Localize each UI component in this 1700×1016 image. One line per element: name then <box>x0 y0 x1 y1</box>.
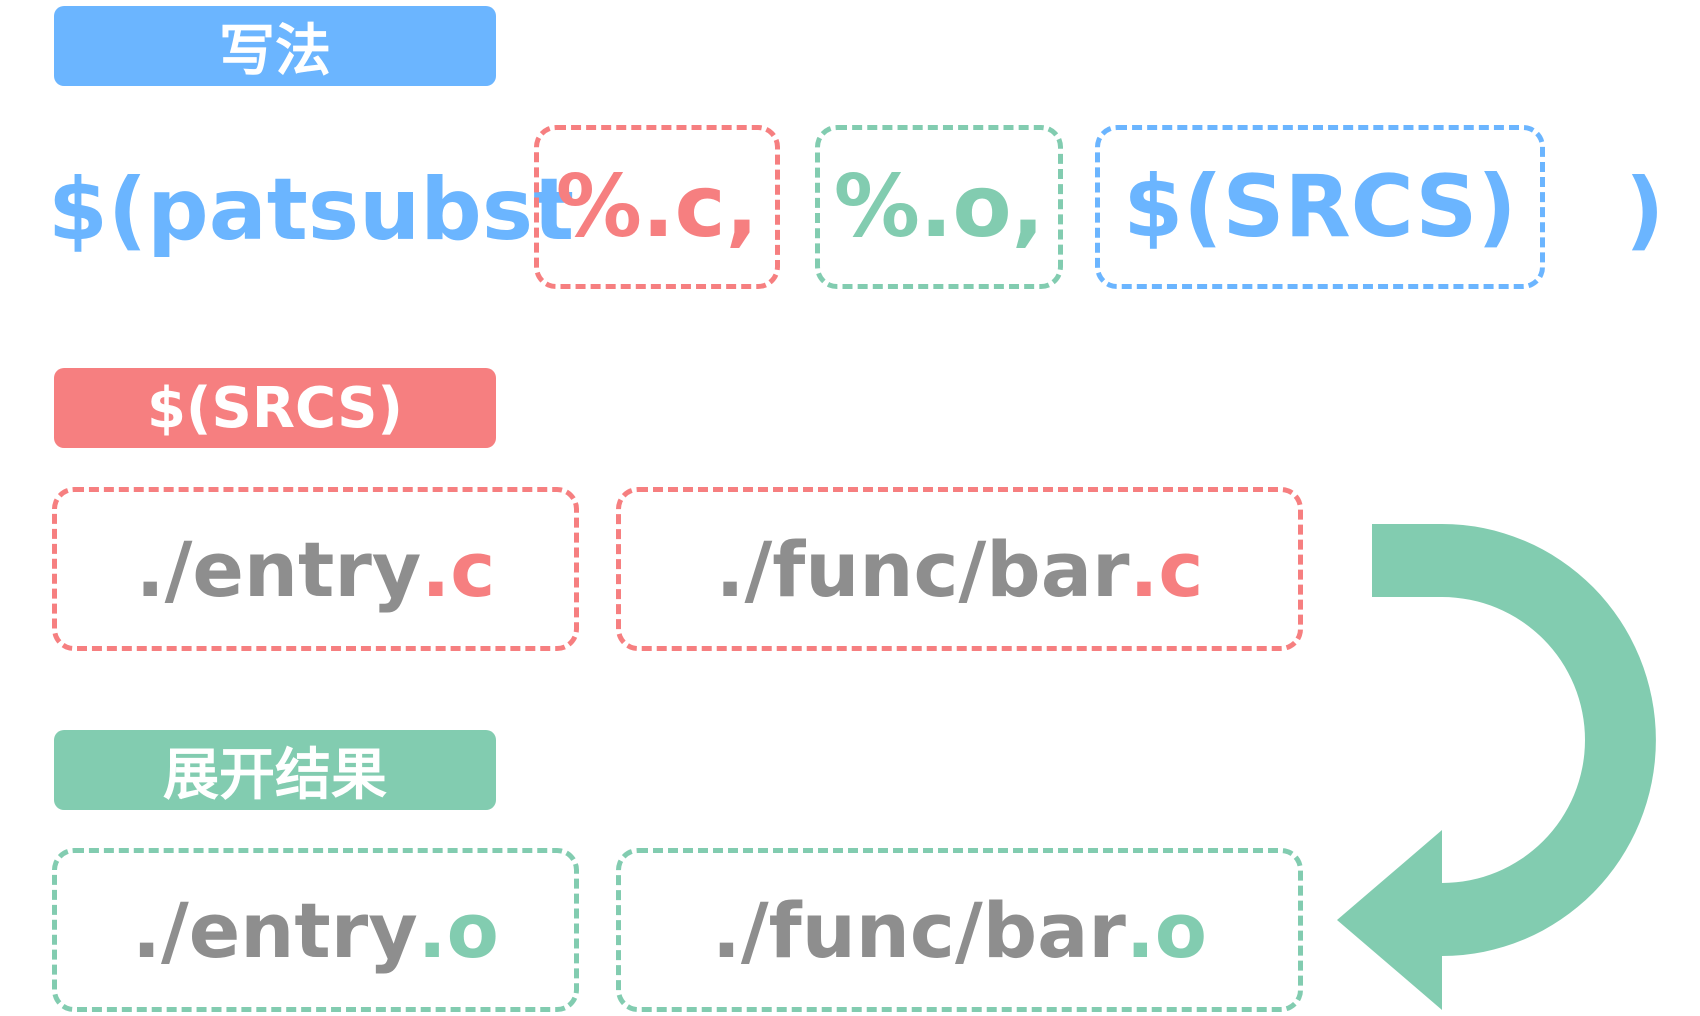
srcs-header: $(SRCS) <box>54 368 496 448</box>
close-paren: ) <box>1625 160 1665 260</box>
result-header: 展开结果 <box>54 730 496 810</box>
src-item: ./entry.c <box>52 487 579 651</box>
result-path: ./entry <box>132 885 418 975</box>
src-path: ./entry <box>135 524 422 614</box>
text-box: $(SRCS) <box>1095 125 1545 289</box>
result-path: ./func/bar <box>712 885 1126 975</box>
src-ext: .c <box>421 524 496 614</box>
src-item: ./func/bar.c <box>616 487 1303 651</box>
result-item: ./func/bar.o <box>616 848 1303 1012</box>
pattern-box: %.c, <box>534 125 780 289</box>
result-ext: .o <box>417 885 499 975</box>
result-ext: .o <box>1125 885 1207 975</box>
result-item: ./entry.o <box>52 848 579 1012</box>
replacement-box: %.o, <box>815 125 1063 289</box>
src-path: ./func/bar <box>715 524 1130 614</box>
syntax-header: 写法 <box>54 6 496 86</box>
patsubst-function: $(patsubst <box>48 160 575 260</box>
src-ext: .c <box>1129 524 1204 614</box>
